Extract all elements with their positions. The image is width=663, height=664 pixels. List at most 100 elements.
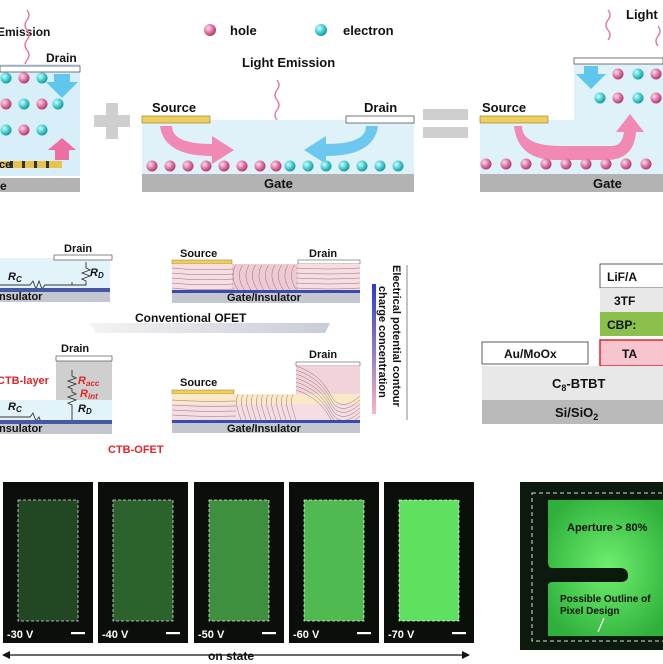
right-photon-wave-2 (655, 25, 661, 47)
emission-image: -40 V (98, 482, 188, 643)
contour-drain-label-2: Drain (309, 349, 337, 361)
panel-c-layer-stack: LiF/A 3TF CBP: TA Au/MoOx C8-BTBT Si/SiO… (481, 263, 663, 424)
right-hole-arrow-icon (514, 114, 644, 160)
legend-hole-label: hole (230, 23, 257, 38)
right-charge-carriers (480, 68, 662, 170)
left-arrow-down-icon (46, 74, 78, 98)
gate-insulator-label-1: Gate/Insulator (227, 292, 302, 304)
outline-label-1: Possible Outline of (560, 594, 651, 605)
voltage-label: -60 V (293, 629, 320, 641)
dashed-outline (303, 499, 365, 622)
panel-a-left-device: Emission Drain ce e (0, 9, 81, 193)
emission-image: -60 V (289, 482, 379, 643)
colorbar-gradient (372, 284, 376, 414)
dashed-outline (17, 499, 79, 622)
voltage-label: -30 V (7, 629, 34, 641)
voltage-label: -50 V (198, 629, 225, 641)
ctb-layer-label: CTB-layer (0, 375, 50, 387)
right-gate-label: Gate (593, 176, 622, 191)
contour-lines-1 (171, 264, 361, 291)
panel-d-emission-images: -30 V -40 V -50 V -60 V -70 V (3, 482, 474, 643)
middle-electron-arrow-icon (304, 126, 378, 164)
emission-image: -70 V (384, 482, 474, 643)
arrow-left-icon (2, 651, 10, 659)
dashed-outline (112, 499, 174, 622)
conv-drain-electrode (53, 254, 113, 261)
legend: hole electron (204, 23, 394, 38)
scale-bar (71, 632, 85, 635)
conventional-ofet-label: Conventional OFET (135, 311, 247, 325)
contour-drain-label-1: Drain (309, 248, 337, 260)
layer-ta-label: TA (622, 347, 637, 361)
middle-source-electrode (141, 115, 211, 124)
ctb-racc-label: Racc (78, 375, 100, 388)
dashed-outline (398, 499, 460, 622)
outline-label-2: Pixel Design (560, 606, 619, 617)
insulator-label-2: Insulator (0, 423, 43, 435)
middle-drain-electrode (345, 115, 415, 124)
electron-legend-icon (315, 24, 327, 36)
equals-icon-bottom (423, 127, 468, 138)
colorbar-label-left: Electrical potential contour (390, 265, 402, 408)
layer-si-sio2 (482, 400, 663, 424)
emission-glow (399, 500, 459, 621)
ctb-rd-label: RD (78, 403, 92, 416)
on-state-label: on state (208, 649, 254, 663)
panel-b-ctb-circuit: Drain CTB-layer Racc Rint RC RD Insulato… (0, 343, 164, 456)
colorbar-label-right: charge concentration (376, 286, 388, 398)
ctb-rint-label: Rint (80, 388, 98, 401)
layer-ta (599, 339, 663, 367)
emission-image: -50 V (194, 482, 284, 643)
colorbar: Electrical potential contour charge conc… (372, 265, 408, 420)
aperture-label: Aperture > 80% (567, 522, 648, 534)
middle-drain-label: Drain (364, 100, 397, 115)
right-source-label: Source (482, 100, 526, 115)
left-gate-label: e (0, 179, 7, 193)
scale-bar (357, 632, 371, 635)
conv-rd-label: RD (90, 267, 104, 280)
legend-electron-label: electron (343, 23, 394, 38)
emission-image: -30 V (3, 482, 93, 643)
gate-insulator-label-2: Gate/Insulator (227, 423, 302, 435)
conventional-ofet-arrow: Conventional OFET (90, 311, 330, 333)
panel-b-ctb-contour: Source Drain Gate/Insulator (171, 349, 361, 435)
panel-b-conventional-circuit: Drain RC RD Insulator (0, 243, 113, 303)
layer-cbp (600, 312, 663, 336)
middle-hole-arrow-icon (160, 126, 234, 164)
panel-b-conventional-contour: Source Drain Gate/Insulator (171, 248, 361, 304)
layer-3tf-label: 3TF (614, 294, 635, 308)
left-gate (0, 178, 80, 192)
voltage-label: -40 V (102, 629, 129, 641)
contour-lines-2 (171, 365, 361, 429)
layer-c8-btbt-label: C8-BTBT (552, 376, 605, 393)
ctb-rc-label: RC (8, 401, 22, 414)
left-ce-label: ce (0, 159, 11, 171)
ctb-drain-label: Drain (61, 343, 89, 355)
layer-3tf (600, 288, 663, 312)
middle-charge-carriers (146, 160, 404, 172)
pixel-glow-shape (548, 500, 663, 636)
equals-icon-top (423, 109, 468, 120)
au-moox-electrode (481, 341, 589, 365)
conv-drain-label: Drain (64, 243, 92, 255)
left-stripe-layer (0, 161, 62, 168)
right-light-label: Light (626, 7, 658, 22)
layer-c8-btbt (482, 366, 663, 400)
insulator-label-1: Insulator (0, 291, 43, 303)
left-arrow-up-icon (48, 138, 76, 160)
conv-rc-label: RC (8, 271, 22, 284)
ctb-drain-electrode (55, 355, 113, 362)
right-drain-electrode (573, 57, 663, 65)
left-drain-label: Drain (46, 51, 77, 65)
hole-legend-icon (204, 24, 216, 36)
on-state-axis: on state (2, 649, 470, 663)
left-drain-electrode (0, 65, 81, 73)
left-charge-carriers (0, 72, 64, 136)
conv-resistor-network (0, 262, 92, 291)
scale-bar (452, 632, 466, 635)
contour-source-label: Source (180, 248, 217, 260)
plus-icon (94, 103, 130, 139)
emission-glow (209, 500, 269, 621)
au-moox-label: Au/MoOx (504, 347, 557, 361)
